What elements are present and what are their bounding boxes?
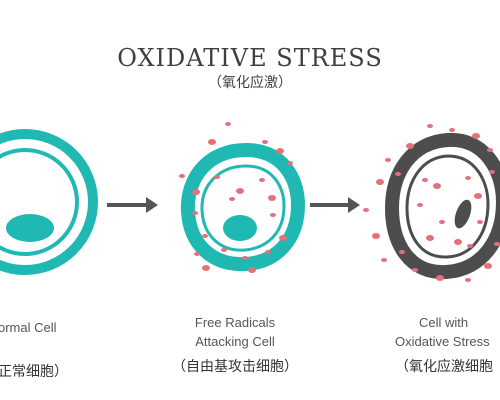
normal-cell-nucleus <box>6 214 54 242</box>
stage-label-cn: （自由基攻击细胞） <box>172 358 298 374</box>
stage-label-stressed: Cell with Oxidative Stress （氧化应激细胞 <box>395 313 500 376</box>
stage-label-en: Attacking Cell <box>195 334 275 349</box>
stage-label-cn: 正常细胞） <box>0 363 68 379</box>
attacked-cell-nucleus <box>223 215 257 241</box>
diagram-title: OXIDATIVE STRESS <box>117 44 383 72</box>
diagram-subtitle: （氧化应激） <box>208 74 292 90</box>
free-radicals-right <box>363 124 500 282</box>
stressed-cell-membrane <box>384 132 500 280</box>
attacked-cell-inner-ring <box>200 164 286 252</box>
stressed-cell <box>384 132 500 280</box>
stage-label-en: Free Radicals <box>194 315 276 330</box>
attacked-cell <box>180 142 306 272</box>
arrow-right-icon <box>107 197 158 213</box>
normal-cell <box>0 129 98 275</box>
stressed-cell-inner-ring <box>405 154 490 259</box>
arrow-right-icon <box>310 197 360 213</box>
stressed-cell-nucleus <box>454 199 472 229</box>
stage-label-attacked: Free Radicals Attacking Cell （自由基攻击细胞） <box>160 313 310 376</box>
stage-label-en: Oxidative Stress <box>395 334 490 349</box>
normal-cell-inner-ring <box>0 148 79 256</box>
stage-label-cn: （氧化应激细胞 <box>395 358 493 374</box>
stage-label-en: Cell with <box>419 315 469 330</box>
stage-label-en: ormal Cell <box>0 320 57 335</box>
free-radicals-middle <box>179 122 293 273</box>
attacked-cell-membrane <box>180 142 306 272</box>
normal-cell-membrane <box>0 129 98 275</box>
stage-label-normal: ormal Cell 正常细胞） <box>0 318 88 381</box>
